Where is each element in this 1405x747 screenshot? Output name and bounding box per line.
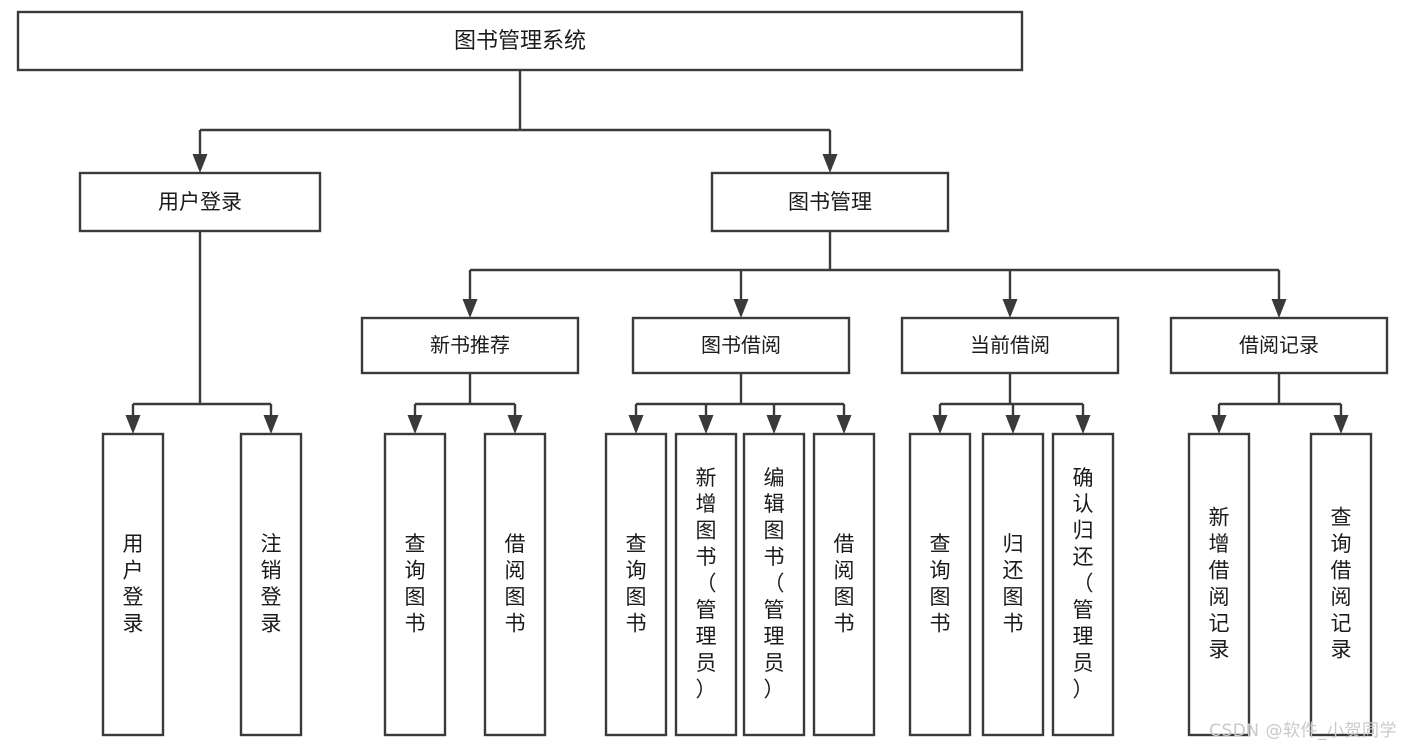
arrow-head-icon: [263, 415, 279, 434]
node-layer: 图书管理系统用户登录图书管理新书推荐图书借阅当前借阅借阅记录用户登录注销登录查询…: [16, 10, 1389, 737]
node-leaf-query-book-recommend[interactable]: 查询图书: [383, 432, 447, 737]
node-label: 当前借阅: [970, 333, 1050, 357]
arrow-head-icon: [1005, 415, 1021, 434]
node-box: [908, 432, 972, 737]
node-label: 借阅记录: [1239, 333, 1319, 357]
arrow-head-icon: [507, 415, 523, 434]
node-leaf-return-book[interactable]: 归还图书: [981, 432, 1045, 737]
arrow-head-icon: [628, 415, 644, 434]
node-leaf-confirm-return[interactable]: 确认归还（管理员）: [1051, 432, 1115, 737]
node-box: [604, 432, 668, 737]
node-new-book-recommend[interactable]: 新书推荐: [360, 316, 580, 375]
node-leaf-query-book-current[interactable]: 查询图书: [908, 432, 972, 737]
node-label: 图书管理: [788, 190, 872, 214]
node-box: [812, 432, 876, 737]
node-box: [1169, 316, 1389, 375]
arrow-head-icon: [192, 154, 208, 173]
node-current-borrow[interactable]: 当前借阅: [900, 316, 1120, 375]
node-label: 借阅图书: [505, 532, 526, 635]
node-label: 新增图书（管理员）: [696, 466, 717, 702]
node-leaf-query-book-borrow[interactable]: 查询图书: [604, 432, 668, 737]
node-root-root[interactable]: 图书管理系统: [16, 10, 1024, 72]
node-box: [360, 316, 580, 375]
arrow-head-icon: [698, 415, 714, 434]
node-label: 注销登录: [261, 532, 282, 635]
node-label: 查询图书: [405, 532, 426, 635]
node-leaf-query-record[interactable]: 查询借阅记录: [1309, 432, 1373, 737]
node-box: [900, 316, 1120, 375]
node-leaf-user-login[interactable]: 用户登录: [101, 432, 165, 737]
node-label: 确认归还（管理员）: [1073, 466, 1094, 702]
node-leaf-add-book[interactable]: 新增图书（管理员）: [674, 432, 738, 737]
node-box: [674, 432, 738, 737]
node-box: [78, 171, 322, 233]
node-box: [383, 432, 447, 737]
node-box: [710, 171, 950, 233]
node-label: 借阅图书: [834, 532, 855, 635]
arrow-head-icon: [1211, 415, 1227, 434]
node-label: 图书借阅: [701, 333, 781, 357]
arrow-head-icon: [932, 415, 948, 434]
node-label: 归还图书: [1003, 532, 1024, 635]
node-box: [483, 432, 547, 737]
node-borrow-record[interactable]: 借阅记录: [1169, 316, 1389, 375]
node-leaf-logout[interactable]: 注销登录: [239, 432, 303, 737]
node-box: [981, 432, 1045, 737]
node-box: [239, 432, 303, 737]
node-user-login[interactable]: 用户登录: [78, 171, 322, 233]
node-label: 用户登录: [123, 532, 144, 635]
arrow-head-icon: [125, 415, 141, 434]
node-label: 查询借阅记录: [1331, 505, 1352, 661]
arrow-head-icon: [836, 415, 852, 434]
node-book-borrow[interactable]: 图书借阅: [631, 316, 851, 375]
arrow-head-icon: [1271, 299, 1287, 318]
node-box: [16, 10, 1024, 72]
node-leaf-borrow-book[interactable]: 借阅图书: [812, 432, 876, 737]
node-leaf-add-record[interactable]: 新增借阅记录: [1187, 432, 1251, 737]
arrow-head-icon: [1002, 299, 1018, 318]
node-label: 图书管理系统: [454, 29, 586, 54]
node-box: [742, 432, 806, 737]
arrow-head-icon: [1333, 415, 1349, 434]
node-book-manage[interactable]: 图书管理: [710, 171, 950, 233]
node-leaf-borrow-book-recommend[interactable]: 借阅图书: [483, 432, 547, 737]
node-leaf-edit-book[interactable]: 编辑图书（管理员）: [742, 432, 806, 737]
node-label: 用户登录: [158, 190, 242, 214]
arrow-head-icon: [407, 415, 423, 434]
node-label: 查询图书: [930, 532, 951, 635]
arrow-head-icon: [733, 299, 749, 318]
node-box: [101, 432, 165, 737]
arrow-head-icon: [822, 154, 838, 173]
node-label: 查询图书: [626, 532, 647, 635]
node-box: [1051, 432, 1115, 737]
node-box: [1187, 432, 1251, 737]
node-label: 新增借阅记录: [1209, 505, 1230, 661]
arrow-head-icon: [462, 299, 478, 318]
node-box: [631, 316, 851, 375]
node-label: 编辑图书（管理员）: [764, 466, 785, 702]
node-box: [1309, 432, 1373, 737]
arrow-head-icon: [766, 415, 782, 434]
arrow-head-icon: [1075, 415, 1091, 434]
connector-layer: [125, 70, 1349, 434]
node-label: 新书推荐: [430, 333, 510, 357]
